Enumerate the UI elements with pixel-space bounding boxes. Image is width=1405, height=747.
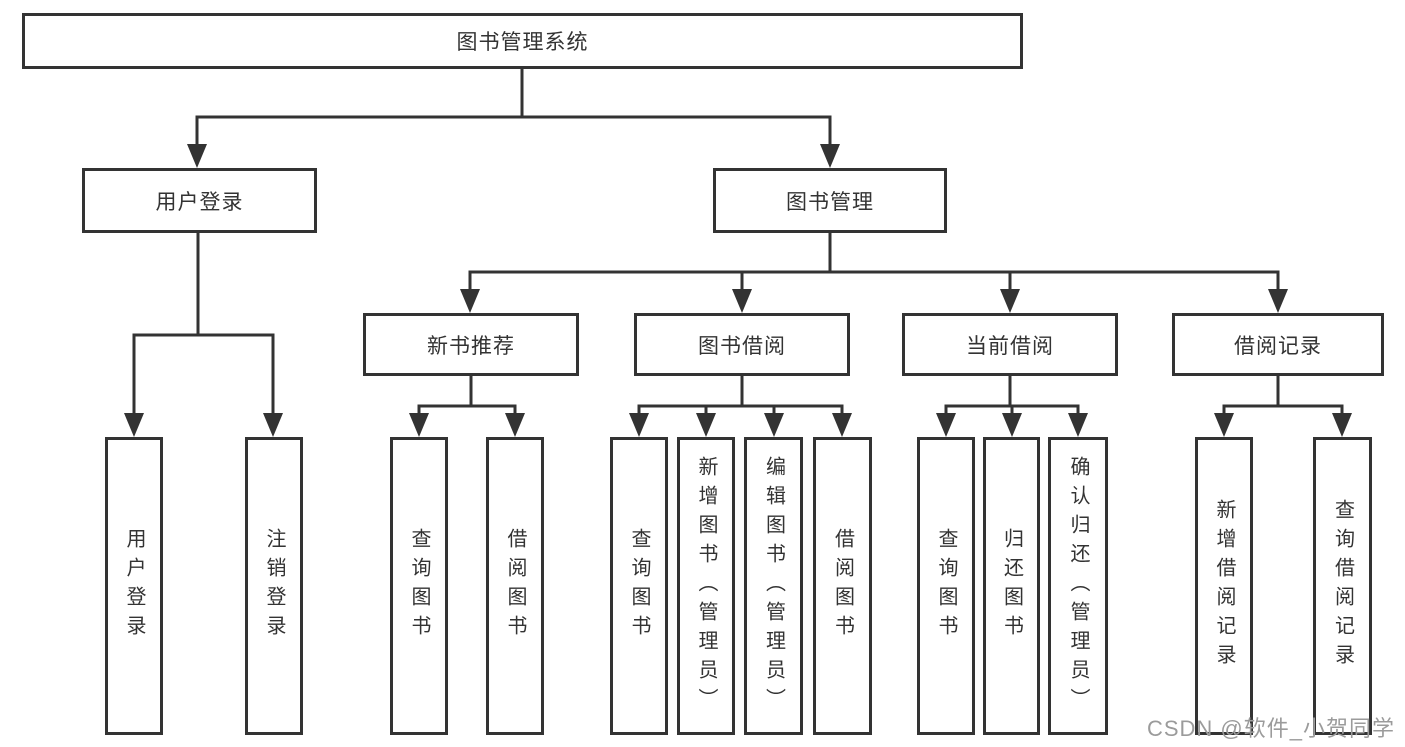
leaf-add-book-admin: 新增图书（管理员） bbox=[677, 437, 735, 735]
node-book-management: 图书管理 bbox=[713, 168, 947, 233]
arrowhead bbox=[263, 413, 283, 437]
leaf-query-book-current: 查询图书 bbox=[917, 437, 975, 735]
node-library-system: 图书管理系统 bbox=[22, 13, 1023, 69]
leaf-label: 用户登录 bbox=[123, 528, 145, 644]
node-book-borrow: 图书借阅 bbox=[634, 313, 850, 376]
leaf-label: 注销登录 bbox=[263, 528, 285, 644]
csdn-watermark: CSDN @软件_小贺同学 bbox=[1146, 716, 1395, 741]
node-borrow-record: 借阅记录 bbox=[1172, 313, 1384, 376]
arrowhead bbox=[409, 413, 429, 437]
arrowhead bbox=[1332, 413, 1352, 437]
arrowhead bbox=[832, 413, 852, 437]
node-new-book-recommend: 新书推荐 bbox=[363, 313, 579, 376]
leaf-label: 查询图书 bbox=[628, 528, 650, 644]
leaf-return-book: 归还图书 bbox=[983, 437, 1040, 735]
arrowhead bbox=[505, 413, 525, 437]
node-user-login: 用户登录 bbox=[82, 168, 317, 233]
leaf-edit-book-admin: 编辑图书（管理员） bbox=[744, 437, 803, 735]
arrowhead bbox=[1214, 413, 1234, 437]
leaf-label: 查询图书 bbox=[408, 528, 430, 644]
arrowhead bbox=[1002, 413, 1022, 437]
arrowhead bbox=[820, 144, 840, 168]
arrowhead bbox=[696, 413, 716, 437]
leaf-query-book-borrow: 查询图书 bbox=[610, 437, 668, 735]
arrowhead bbox=[936, 413, 956, 437]
node-current-borrow: 当前借阅 bbox=[902, 313, 1118, 376]
leaf-label: 确认归还（管理员） bbox=[1067, 455, 1089, 717]
leaf-label: 编辑图书（管理员） bbox=[762, 455, 785, 717]
leaf-label: 查询借阅记录 bbox=[1331, 499, 1354, 673]
arrowhead bbox=[1268, 289, 1288, 313]
arrowhead bbox=[1068, 413, 1088, 437]
arrowhead bbox=[629, 413, 649, 437]
arrowhead bbox=[124, 413, 144, 437]
leaf-label: 新增图书（管理员） bbox=[695, 455, 717, 717]
leaf-query-borrow-record: 查询借阅记录 bbox=[1313, 437, 1372, 735]
leaf-borrow-book-recommend: 借阅图书 bbox=[486, 437, 544, 735]
leaf-logout: 注销登录 bbox=[245, 437, 303, 735]
arrowhead bbox=[460, 289, 480, 313]
arrowhead bbox=[764, 413, 784, 437]
leaf-label: 新增借阅记录 bbox=[1213, 499, 1235, 673]
leaf-label: 归还图书 bbox=[1000, 528, 1023, 644]
arrowhead bbox=[732, 289, 752, 313]
arrowheads bbox=[124, 144, 1352, 437]
leaf-label: 借阅图书 bbox=[504, 528, 526, 644]
leaf-confirm-return-admin: 确认归还（管理员） bbox=[1048, 437, 1108, 735]
leaf-label: 借阅图书 bbox=[831, 528, 854, 644]
leaf-query-book-recommend: 查询图书 bbox=[390, 437, 448, 735]
leaf-label: 查询图书 bbox=[935, 528, 957, 644]
leaf-borrow-book: 借阅图书 bbox=[813, 437, 872, 735]
arrowhead bbox=[1000, 289, 1020, 313]
leaf-add-borrow-record: 新增借阅记录 bbox=[1195, 437, 1253, 735]
leaf-user-login: 用户登录 bbox=[105, 437, 163, 735]
arrowhead bbox=[187, 144, 207, 168]
